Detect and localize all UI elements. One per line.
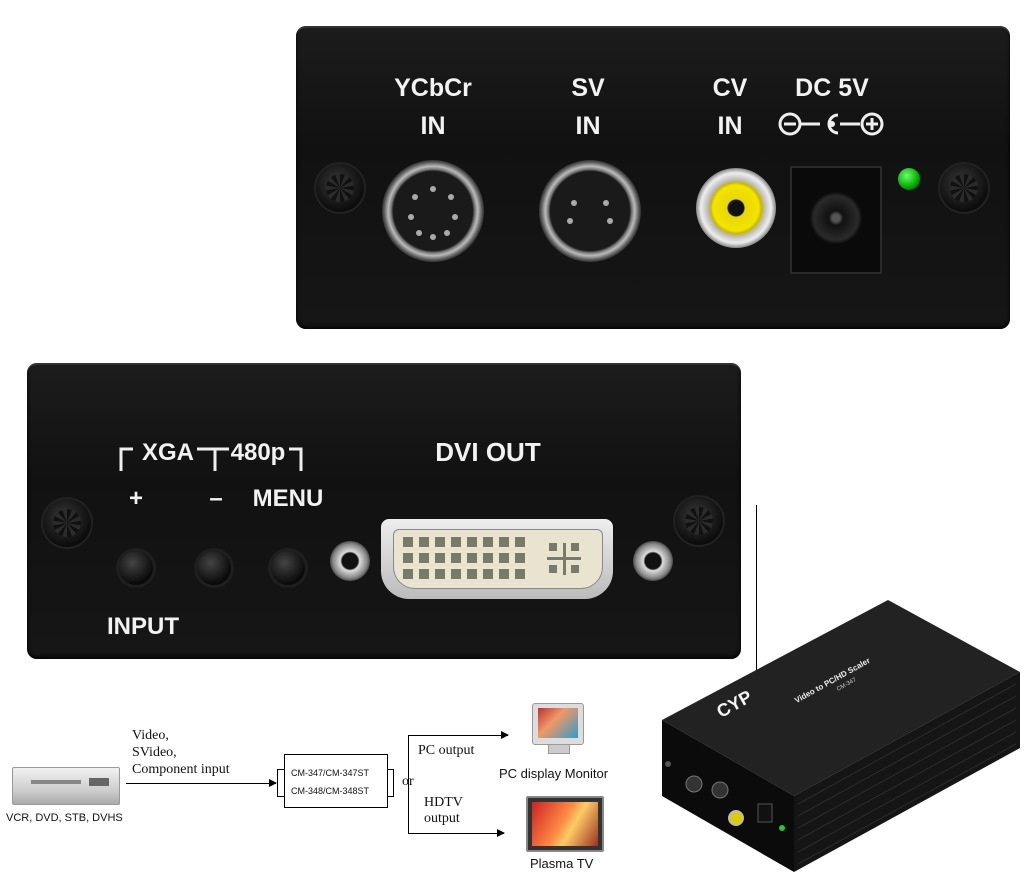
screw-icon	[940, 164, 988, 212]
or-label: or	[402, 774, 414, 790]
cv-in-label: IN	[717, 112, 743, 140]
plus-label: +	[128, 485, 143, 512]
xga-plus-button[interactable]	[119, 551, 153, 585]
480p-label: 480p	[230, 439, 286, 466]
minus-label: –	[209, 485, 223, 512]
plasma-caption: Plasma TV	[530, 856, 594, 871]
xga-label: XGA	[141, 439, 194, 466]
dvi-thumbscrew-left	[330, 541, 370, 581]
front-panel-bottom: XGA 480p + – MENU DVI OUT INPUT	[27, 363, 741, 659]
hdtv-label-line2: output	[424, 811, 460, 826]
screw-icon	[43, 499, 91, 547]
pc-monitor-image	[532, 703, 584, 754]
dvi-pins	[403, 537, 581, 579]
dvi-out-label: DVI OUT	[435, 437, 541, 467]
input-arrow	[126, 779, 277, 787]
ycbcr-din-port	[382, 160, 484, 262]
model-box: CM-347/CM-347ST CM-348/CM-348ST	[284, 754, 388, 808]
composite-rca-port	[696, 168, 776, 248]
menu-button[interactable]	[271, 551, 305, 585]
input-types-line3: Component input	[132, 762, 230, 777]
ycbcr-in-label: IN	[420, 112, 446, 140]
480p-minus-button[interactable]	[197, 551, 231, 585]
svideo-port	[539, 160, 641, 262]
sv-in-label: IN	[575, 112, 601, 140]
model-box-bracket-left	[277, 769, 284, 797]
screw-icon	[316, 164, 364, 212]
hdtv-arrow	[408, 829, 505, 837]
product-photo	[662, 600, 1020, 872]
input-types-line1: Video,	[132, 728, 169, 743]
input-label: INPUT	[107, 613, 179, 640]
source-caption: VCR, DVD, STB, DVHS	[6, 812, 123, 824]
model-line2: CM-348/CM-348ST	[291, 786, 370, 796]
menu-label: MENU	[252, 485, 324, 512]
dc-power-jack	[790, 166, 882, 274]
dvi-port	[381, 519, 613, 599]
dvi-thumbscrew-right	[633, 541, 673, 581]
model-line1: CM-347/CM-347ST	[291, 768, 370, 778]
model-box-bracket-right	[387, 769, 394, 797]
pc-output-label: PC output	[418, 743, 475, 758]
input-types-line2: SVideo,	[132, 745, 177, 760]
pc-arrow	[408, 731, 509, 739]
dc-5v-label: DC 5V	[795, 74, 869, 102]
sv-label: SV	[571, 74, 605, 102]
screw-icon	[675, 497, 723, 545]
source-device-image	[12, 767, 120, 805]
rear-panel-top: YCbCr IN SV IN CV IN DC 5V	[296, 26, 1010, 329]
polarity-icon	[778, 112, 884, 136]
ycbcr-label: YCbCr	[394, 74, 472, 102]
branch-line	[408, 735, 409, 833]
hdtv-label-line1: HDTV	[424, 795, 463, 810]
monitor-caption: PC display Monitor	[499, 766, 609, 781]
plasma-tv-image	[526, 796, 604, 852]
callout-line	[756, 505, 757, 670]
power-led-icon	[898, 168, 920, 190]
bracket-lines	[119, 447, 303, 471]
cv-label: CV	[712, 74, 748, 102]
